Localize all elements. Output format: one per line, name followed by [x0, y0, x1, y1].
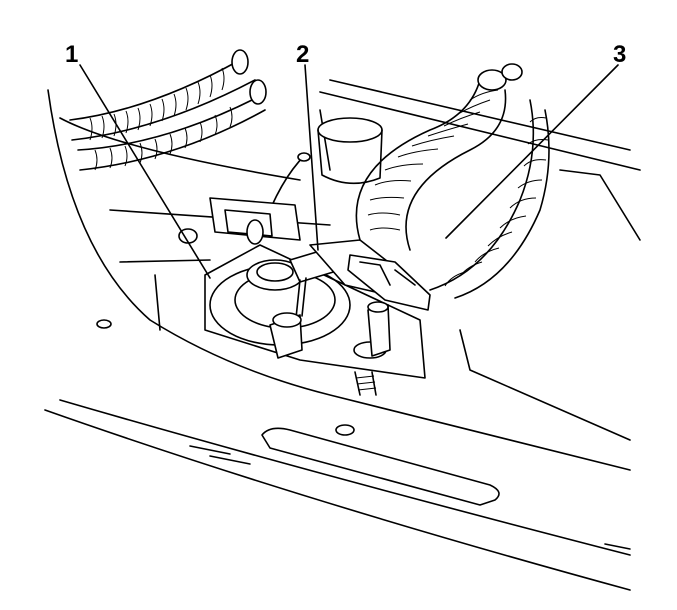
- mounting-stud: [354, 371, 377, 396]
- callout-leaders: [79, 64, 619, 279]
- callout-label-1: 1: [65, 41, 78, 68]
- callout-label-2: 2: [296, 41, 309, 68]
- switch-panel: [178, 197, 301, 245]
- upper-structure: [317, 79, 641, 441]
- leader-line-2: [304, 64, 319, 251]
- electrical-connector: [309, 239, 431, 311]
- leader-line-3: [445, 64, 619, 239]
- wiring-harness: [355, 63, 550, 299]
- corrugated-conduit-left: [69, 49, 267, 171]
- sensor-assembly: [261, 152, 341, 359]
- callout-label-3: 3: [613, 41, 626, 68]
- lower-trim: [44, 319, 631, 591]
- leader-line-1: [79, 64, 211, 279]
